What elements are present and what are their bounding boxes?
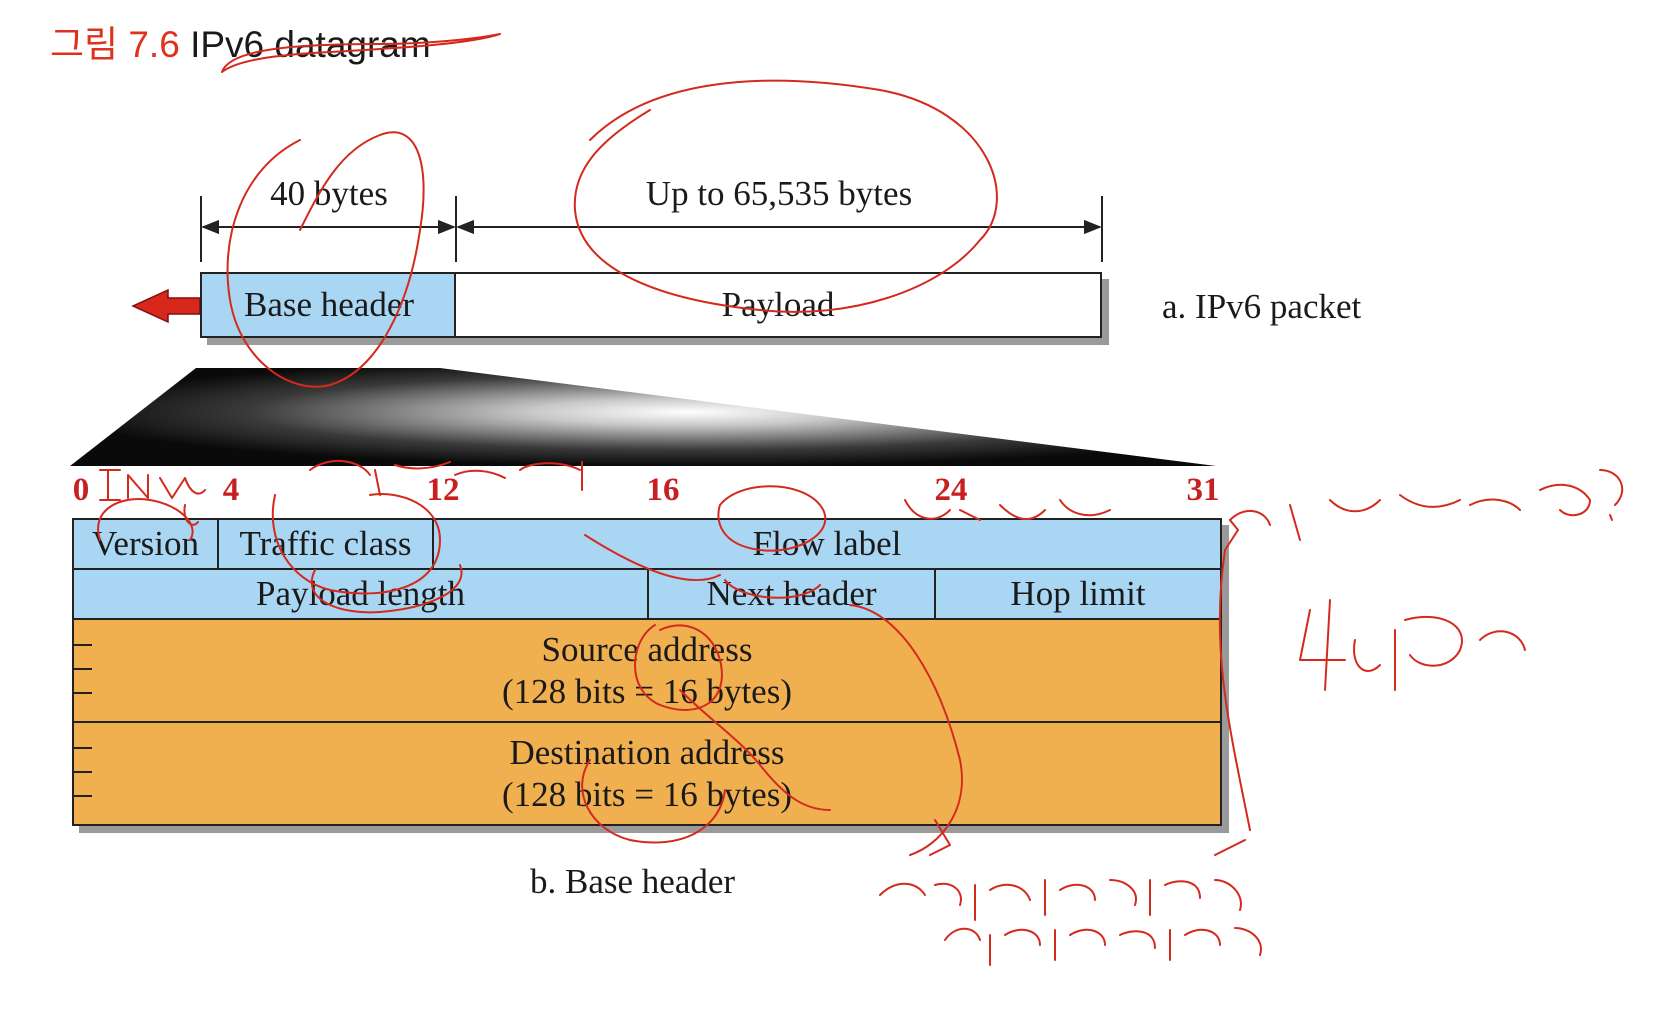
header-size-label: 40 bytes — [270, 174, 388, 213]
field-source-address-label: Source address — [541, 629, 753, 669]
field-payload-length: Payload length — [74, 570, 647, 618]
field-flow-label: Flow label — [432, 520, 1220, 568]
field-next-header-label: Next header — [706, 574, 877, 613]
field-version-label: Version — [92, 524, 199, 563]
base-header-caption: b. Base header — [530, 862, 736, 901]
word-tick — [74, 644, 92, 646]
bit-position-24: 24 — [934, 472, 968, 508]
word-tick — [74, 668, 92, 670]
field-version: Version — [74, 520, 217, 568]
payload-box: Payload — [454, 272, 1102, 338]
figure-number: 그림 7.6 — [50, 24, 180, 65]
field-destination-address-label: Destination address — [509, 732, 785, 772]
word-tick — [74, 771, 92, 773]
header-row-source: Source address (128 bits = 16 bytes) — [74, 618, 1220, 721]
field-hop-limit: Hop limit — [934, 570, 1220, 618]
payload-label: Payload — [721, 285, 835, 324]
base-header-label: Base header — [243, 285, 415, 324]
bit-position-4: 4 — [222, 472, 240, 508]
field-next-header: Next header — [647, 570, 934, 618]
field-source-address-size: (128 bits = 16 bytes) — [502, 671, 792, 711]
field-source-address: Source address (128 bits = 16 bytes) — [74, 620, 1220, 721]
base-header-table: Version Traffic class Flow label Payload… — [72, 518, 1222, 826]
field-traffic-class-label: Traffic class — [239, 524, 412, 563]
bit-position-0: 0 — [72, 472, 90, 508]
header-row-2: Payload length Next header Hop limit — [74, 568, 1220, 618]
bit-position-12: 12 — [426, 472, 460, 508]
header-row-destination: Destination address (128 bits = 16 bytes… — [74, 721, 1220, 824]
payload-size-label: Up to 65,535 bytes — [645, 174, 913, 213]
word-tick — [74, 692, 92, 694]
word-tick — [74, 747, 92, 749]
field-hop-limit-label: Hop limit — [1010, 574, 1146, 613]
field-traffic-class: Traffic class — [217, 520, 432, 568]
bit-position-31: 31 — [1186, 472, 1220, 508]
base-header-box: Base header — [200, 272, 456, 338]
word-tick — [74, 795, 92, 797]
bit-position-16: 16 — [646, 472, 680, 508]
expansion-funnel — [70, 368, 1216, 466]
field-payload-length-label: Payload length — [256, 574, 465, 613]
field-flow-label-label: Flow label — [752, 524, 902, 563]
packet-caption: a. IPv6 packet — [1162, 287, 1362, 326]
direction-arrow-icon — [131, 288, 201, 324]
field-destination-address: Destination address (128 bits = 16 bytes… — [74, 723, 1220, 824]
field-destination-address-size: (128 bits = 16 bytes) — [502, 774, 792, 814]
header-row-1: Version Traffic class Flow label — [74, 520, 1220, 568]
